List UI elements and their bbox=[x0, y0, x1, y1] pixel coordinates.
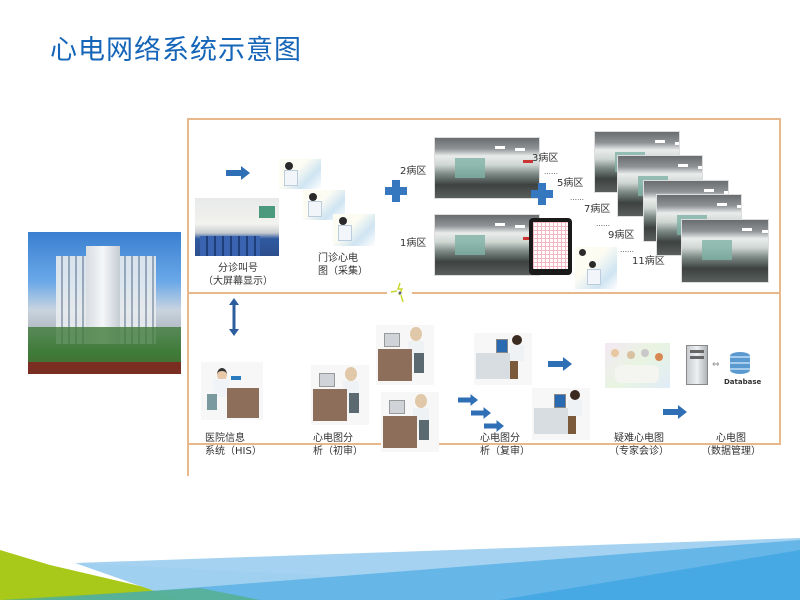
ward-ecg-acquisition-image bbox=[575, 247, 617, 289]
ecg-acquisition-image-1 bbox=[279, 159, 321, 189]
diagram-frame-divider-left bbox=[187, 292, 387, 294]
server-icon bbox=[686, 345, 708, 385]
hospital-building-image bbox=[28, 232, 181, 374]
arrow-right-icon bbox=[458, 394, 478, 406]
ward-3-label: 3病区 bbox=[532, 153, 559, 164]
plus-icon bbox=[531, 183, 553, 205]
arrow-right-icon bbox=[548, 357, 572, 371]
second-review-workstation-image-2 bbox=[532, 388, 590, 440]
his-label: 医院信息 系统（HIS） bbox=[205, 433, 262, 457]
ward-2-label: 2病区 bbox=[400, 166, 427, 177]
database-icon bbox=[730, 352, 750, 374]
database-label: Database bbox=[724, 378, 762, 386]
page-title: 心电网络系统示意图 bbox=[50, 35, 302, 66]
ward-1-corridor-image bbox=[434, 214, 540, 276]
ward-2-corridor-image bbox=[434, 137, 540, 199]
diagram-frame-left bbox=[187, 118, 189, 476]
ward-9-label: 9病区 bbox=[608, 230, 635, 241]
ward-11-label: 11病区 bbox=[632, 256, 665, 267]
arrow-right-icon bbox=[663, 405, 687, 419]
bidirectional-arrow-icon bbox=[229, 298, 239, 336]
decorative-wave-footer bbox=[0, 538, 800, 600]
ellipsis: …… bbox=[570, 194, 584, 202]
arrow-right-icon bbox=[226, 166, 250, 180]
ellipsis: …… bbox=[544, 168, 558, 176]
ward-7-label: 7病区 bbox=[584, 204, 611, 215]
ellipsis: …… bbox=[596, 220, 610, 228]
diagram-frame-divider-right bbox=[412, 292, 781, 294]
ward-1-label: 1病区 bbox=[400, 238, 427, 249]
arrow-right-icon bbox=[484, 420, 504, 432]
his-operator-image bbox=[201, 362, 263, 420]
arrow-right-icon bbox=[471, 407, 491, 419]
diagram-frame-right bbox=[779, 118, 781, 443]
initial-review-label: 心电图分 析（初审） bbox=[313, 433, 363, 457]
plus-icon bbox=[385, 180, 407, 202]
ward-corridor-image bbox=[681, 219, 769, 283]
data-management-label: 心电图 （数据管理） bbox=[701, 433, 761, 457]
triage-label: 分诊叫号 （大屏幕显示） bbox=[203, 263, 273, 287]
ward-5-label: 5病区 bbox=[557, 178, 584, 189]
expert-consultation-image bbox=[605, 343, 670, 388]
outpatient-ecg-label: 门诊心电 图（采集） bbox=[318, 253, 368, 277]
expert-consult-label: 疑难心电图 （专家会诊） bbox=[609, 433, 669, 457]
ellipsis: …… bbox=[620, 246, 634, 254]
diagram-frame-bottom bbox=[187, 443, 781, 445]
network-signal-icon bbox=[390, 282, 404, 303]
initial-review-workstation-image-2 bbox=[376, 325, 434, 385]
tablet-ecg-device bbox=[529, 218, 572, 275]
initial-review-workstation-image-3 bbox=[381, 392, 439, 452]
ecg-acquisition-image-3 bbox=[333, 214, 375, 246]
initial-review-workstation-image bbox=[311, 365, 369, 425]
bidirectional-link-icon: ⇔ bbox=[712, 360, 720, 370]
triage-waiting-room-image bbox=[195, 198, 279, 256]
diagram-frame-top bbox=[187, 118, 781, 120]
second-review-label: 心电图分 析（复审） bbox=[480, 433, 530, 457]
second-review-workstation-image bbox=[474, 333, 532, 385]
